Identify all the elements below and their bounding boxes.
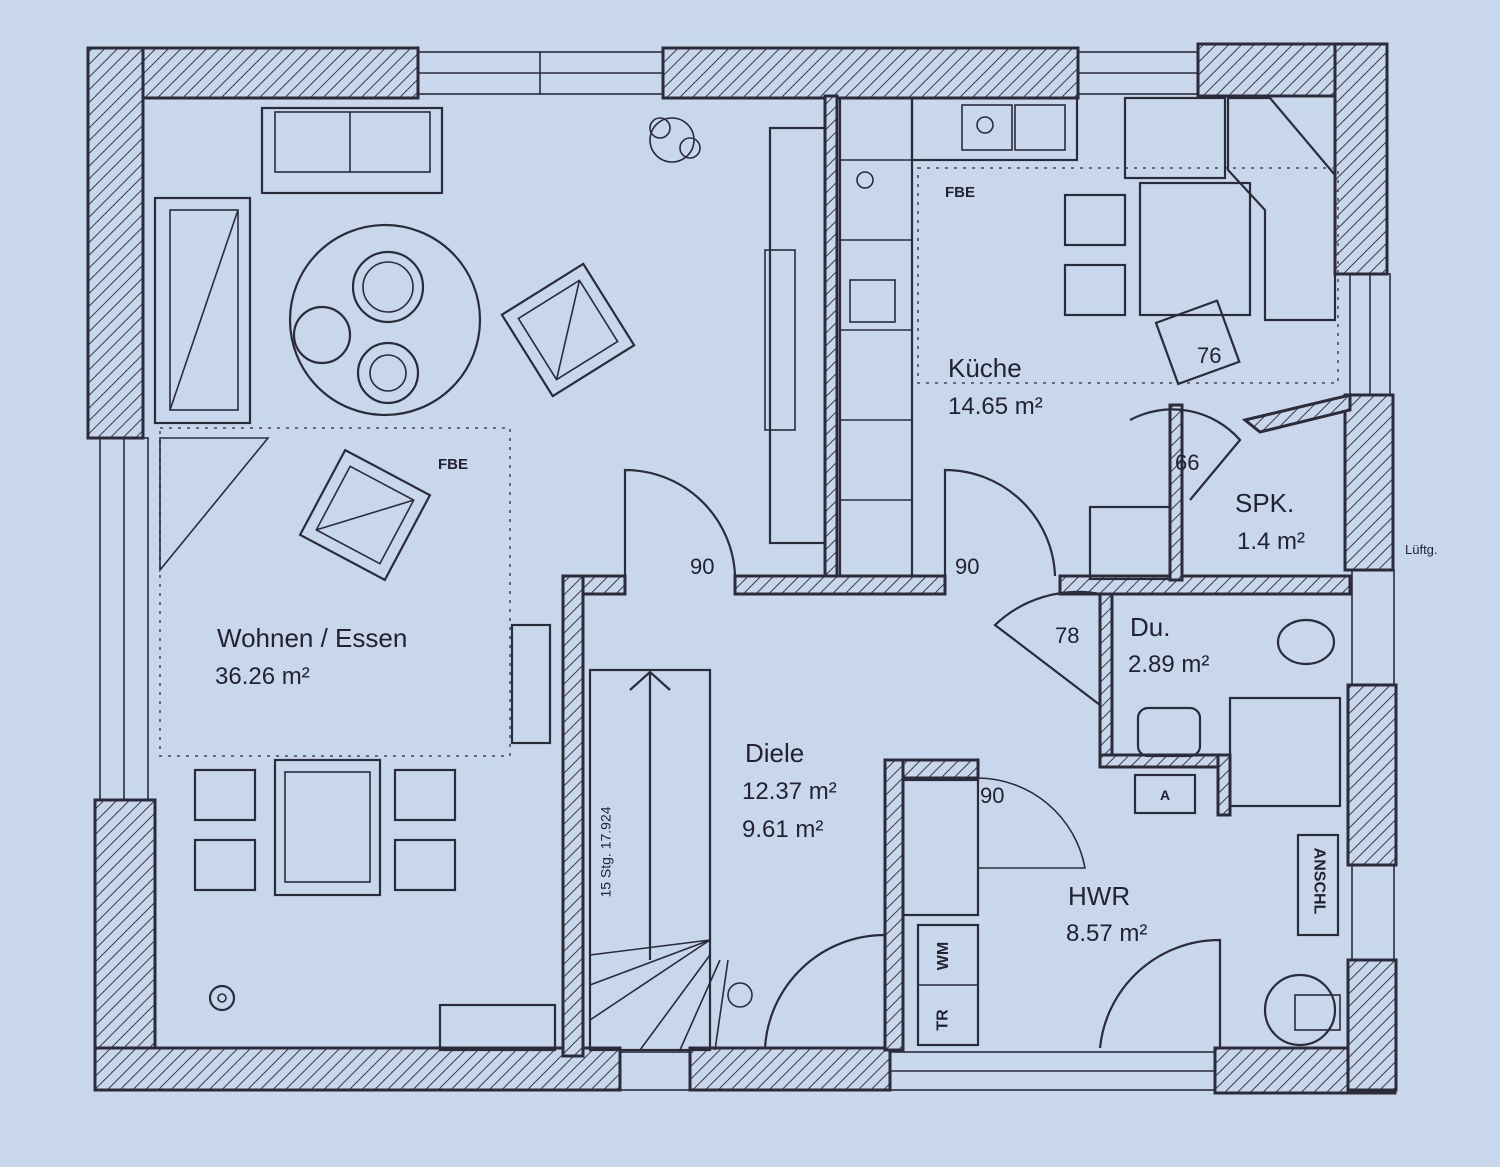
outer-walls [86, 42, 1398, 1095]
fbe-label-wohnen: FBE [438, 456, 468, 473]
door-width-du: 78 [1055, 623, 1080, 648]
connection-label: ANSCHL [1310, 847, 1328, 915]
room-name-hwr: HWR [1068, 881, 1131, 911]
door-width-kitchen: 90 [955, 554, 980, 579]
bath-hwr-fixtures [901, 618, 1342, 1047]
room-name-wohnen: Wohnen / Essen [217, 623, 408, 653]
door-width-spk: 66 [1175, 450, 1200, 475]
fixture-a-label: A [1160, 787, 1171, 803]
washer-label: WM [935, 941, 953, 971]
room-name-du: Du. [1130, 612, 1171, 642]
room-area-wohnen: 36.26 m² [215, 663, 310, 690]
room-area-diele: 12.37 m² [742, 778, 837, 805]
interior-walls [561, 94, 1352, 1058]
room-area-spk: 1.4 m² [1237, 528, 1306, 555]
room-name-diele: Diele [745, 738, 805, 768]
door-width-hwr: 90 [980, 783, 1005, 808]
door-width-kitchen-top: 76 [1197, 343, 1222, 368]
door-swings [623, 408, 1242, 1049]
living-furniture [153, 106, 827, 1052]
room-name-kueche: Küche [948, 353, 1022, 383]
room-area-du: 2.89 m² [1128, 651, 1210, 678]
dryer-label: TR [934, 1009, 952, 1031]
door-width-diele: 90 [690, 554, 715, 579]
fbe-areas [159, 167, 1339, 757]
room-area-diele-2: 9.61 m² [742, 816, 824, 843]
fbe-label-kueche: FBE [945, 184, 975, 201]
ventilation-label: Lüftg. [1405, 542, 1438, 557]
stair-label: 15 Stg. 17.924 [597, 806, 614, 898]
kitchen-furniture [838, 96, 1337, 581]
room-area-hwr: 8.57 m² [1066, 920, 1148, 947]
windows [99, 51, 1395, 1091]
room-name-spk: SPK. [1235, 488, 1295, 518]
staircase [588, 668, 753, 1052]
room-area-kueche: 14.65 m² [948, 393, 1043, 420]
